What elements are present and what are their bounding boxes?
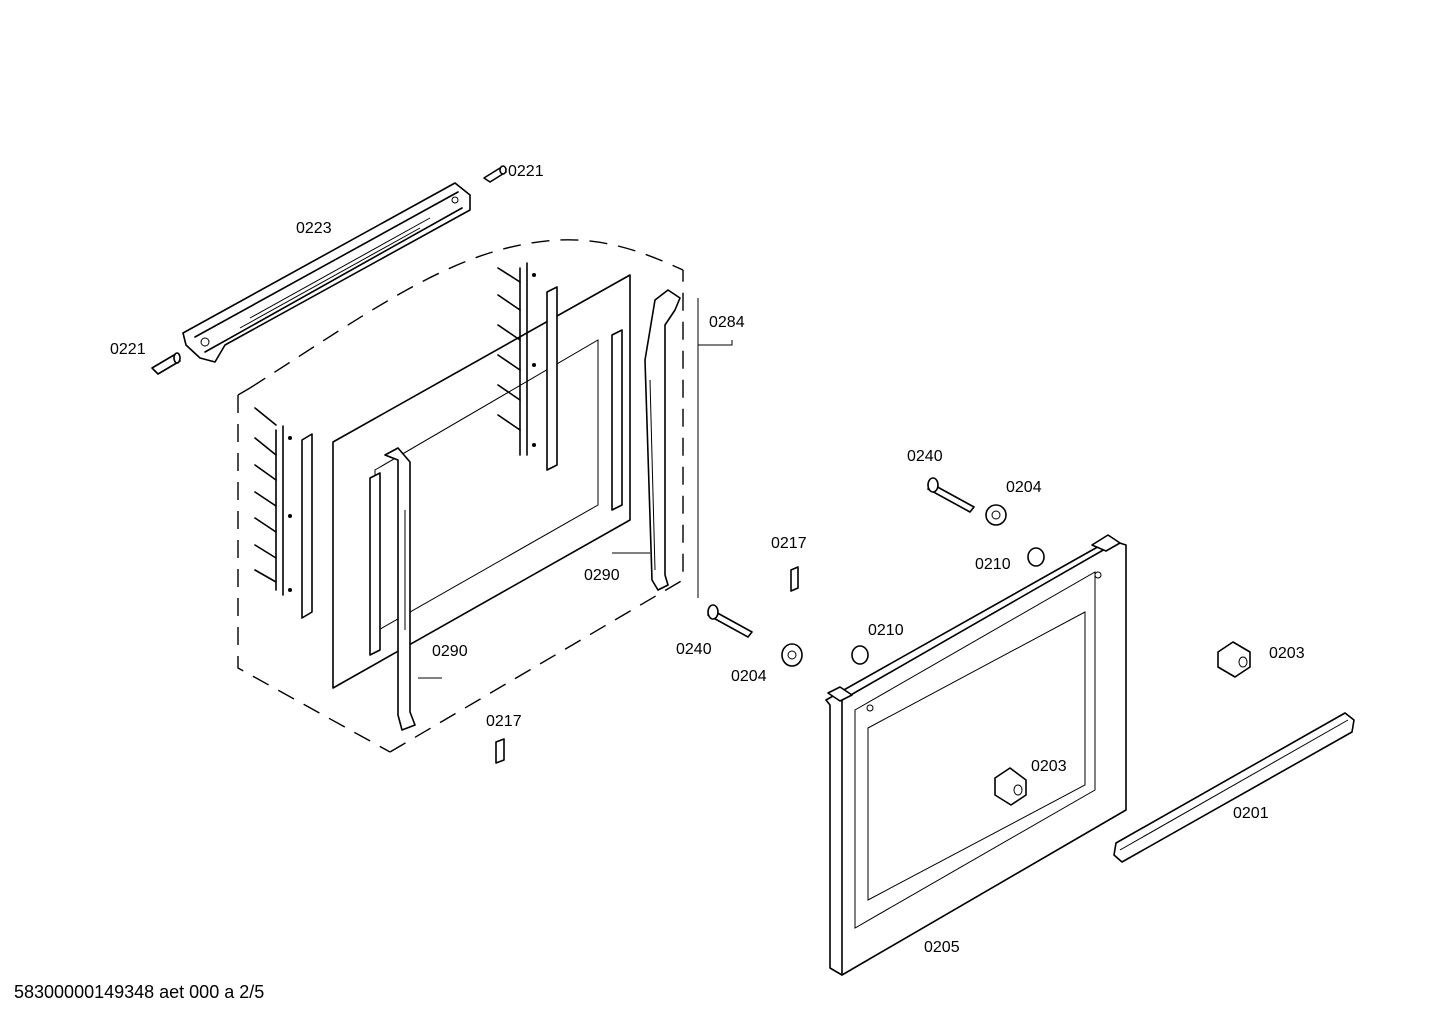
inner-door-outline: [237, 239, 684, 753]
callout-0217-lower: 0217: [486, 713, 522, 730]
handle-strip-0201: [1113, 712, 1355, 863]
callout-0290-left: 0290: [432, 643, 468, 660]
callout-0203-door: 0203: [1031, 758, 1067, 775]
upper-slat-rack: [497, 262, 536, 456]
callout-0204-upper: 0204: [1006, 479, 1042, 496]
callout-0201: 0201: [1233, 805, 1269, 822]
screw-0221-top: [483, 165, 507, 183]
top-trim-bar: [182, 182, 471, 363]
bolt-0240-upper: [927, 477, 975, 513]
callout-0210-upper: 0210: [975, 556, 1011, 573]
leader-0284: [698, 340, 733, 346]
clip-0217-lower: [495, 738, 505, 764]
callout-0284: 0284: [709, 314, 745, 331]
clip-0217-upper: [790, 566, 799, 592]
callout-0221-left: 0221: [110, 341, 146, 358]
callout-0223: 0223: [296, 220, 332, 237]
callout-0203-right: 0203: [1269, 645, 1305, 662]
callout-0205: 0205: [924, 939, 960, 956]
washer-0204-upper: [985, 504, 1007, 526]
callout-0217-upper: 0217: [771, 535, 807, 552]
callout-0290-right: 0290: [584, 567, 620, 584]
hinge-0290-left: [369, 447, 416, 731]
callout-0210-lower: 0210: [868, 622, 904, 639]
hinge-0290-right: [644, 289, 681, 591]
left-side-strip: [301, 433, 313, 619]
outer-door-0205: [825, 534, 1127, 976]
callout-0240-lower: 0240: [676, 641, 712, 658]
left-slat-rack: [254, 407, 292, 596]
drawing-id: 58300000149348 aet 000 a 2/5: [14, 982, 265, 1002]
callout-0240-upper: 0240: [907, 448, 943, 465]
cap-0203-door: [994, 767, 1027, 806]
spacer-0210-lower: [851, 645, 869, 665]
bolt-0240-lower: [707, 604, 753, 638]
cap-0203-right: [1217, 641, 1251, 678]
callout-0221-top: 0221: [508, 163, 544, 180]
screw-0221-left: [151, 352, 181, 375]
spacer-0210-upper: [1027, 547, 1045, 567]
upper-side-strip: [546, 286, 623, 511]
callout-0204-lower: 0204: [731, 668, 767, 685]
washer-0204-lower: [781, 643, 803, 667]
